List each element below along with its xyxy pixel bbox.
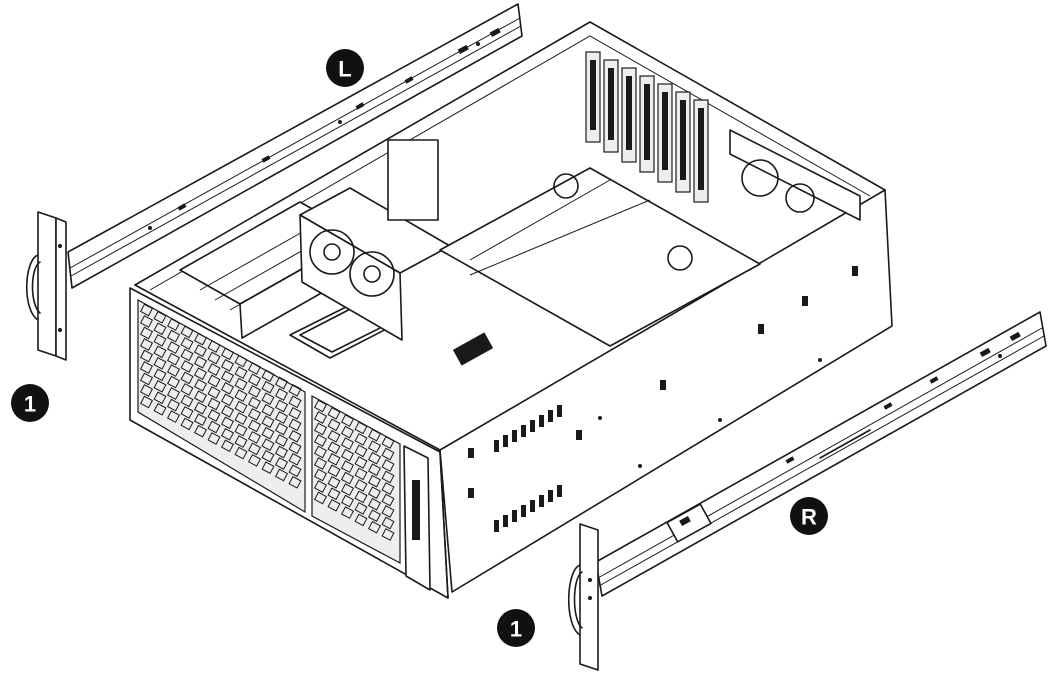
front-bezel-vent-grid	[139, 303, 395, 541]
right-rail	[595, 311, 1047, 597]
svg-text:L: L	[338, 57, 351, 82]
left-rail	[67, 3, 523, 289]
left-rail-front-bracket	[25, 211, 67, 361]
expansion-slots	[585, 51, 709, 203]
svg-text:1: 1	[24, 392, 36, 417]
step-1-left-label: 1	[11, 384, 49, 422]
svg-text:1: 1	[510, 617, 522, 642]
step-1-right-label: 1	[497, 609, 535, 647]
svg-text:R: R	[801, 505, 817, 530]
side-panel-details	[468, 266, 858, 532]
right-rail-label: R	[790, 497, 828, 535]
left-rail-label: L	[326, 49, 364, 87]
right-rail-front-bracket	[567, 523, 599, 671]
chassis-interior	[179, 51, 861, 366]
